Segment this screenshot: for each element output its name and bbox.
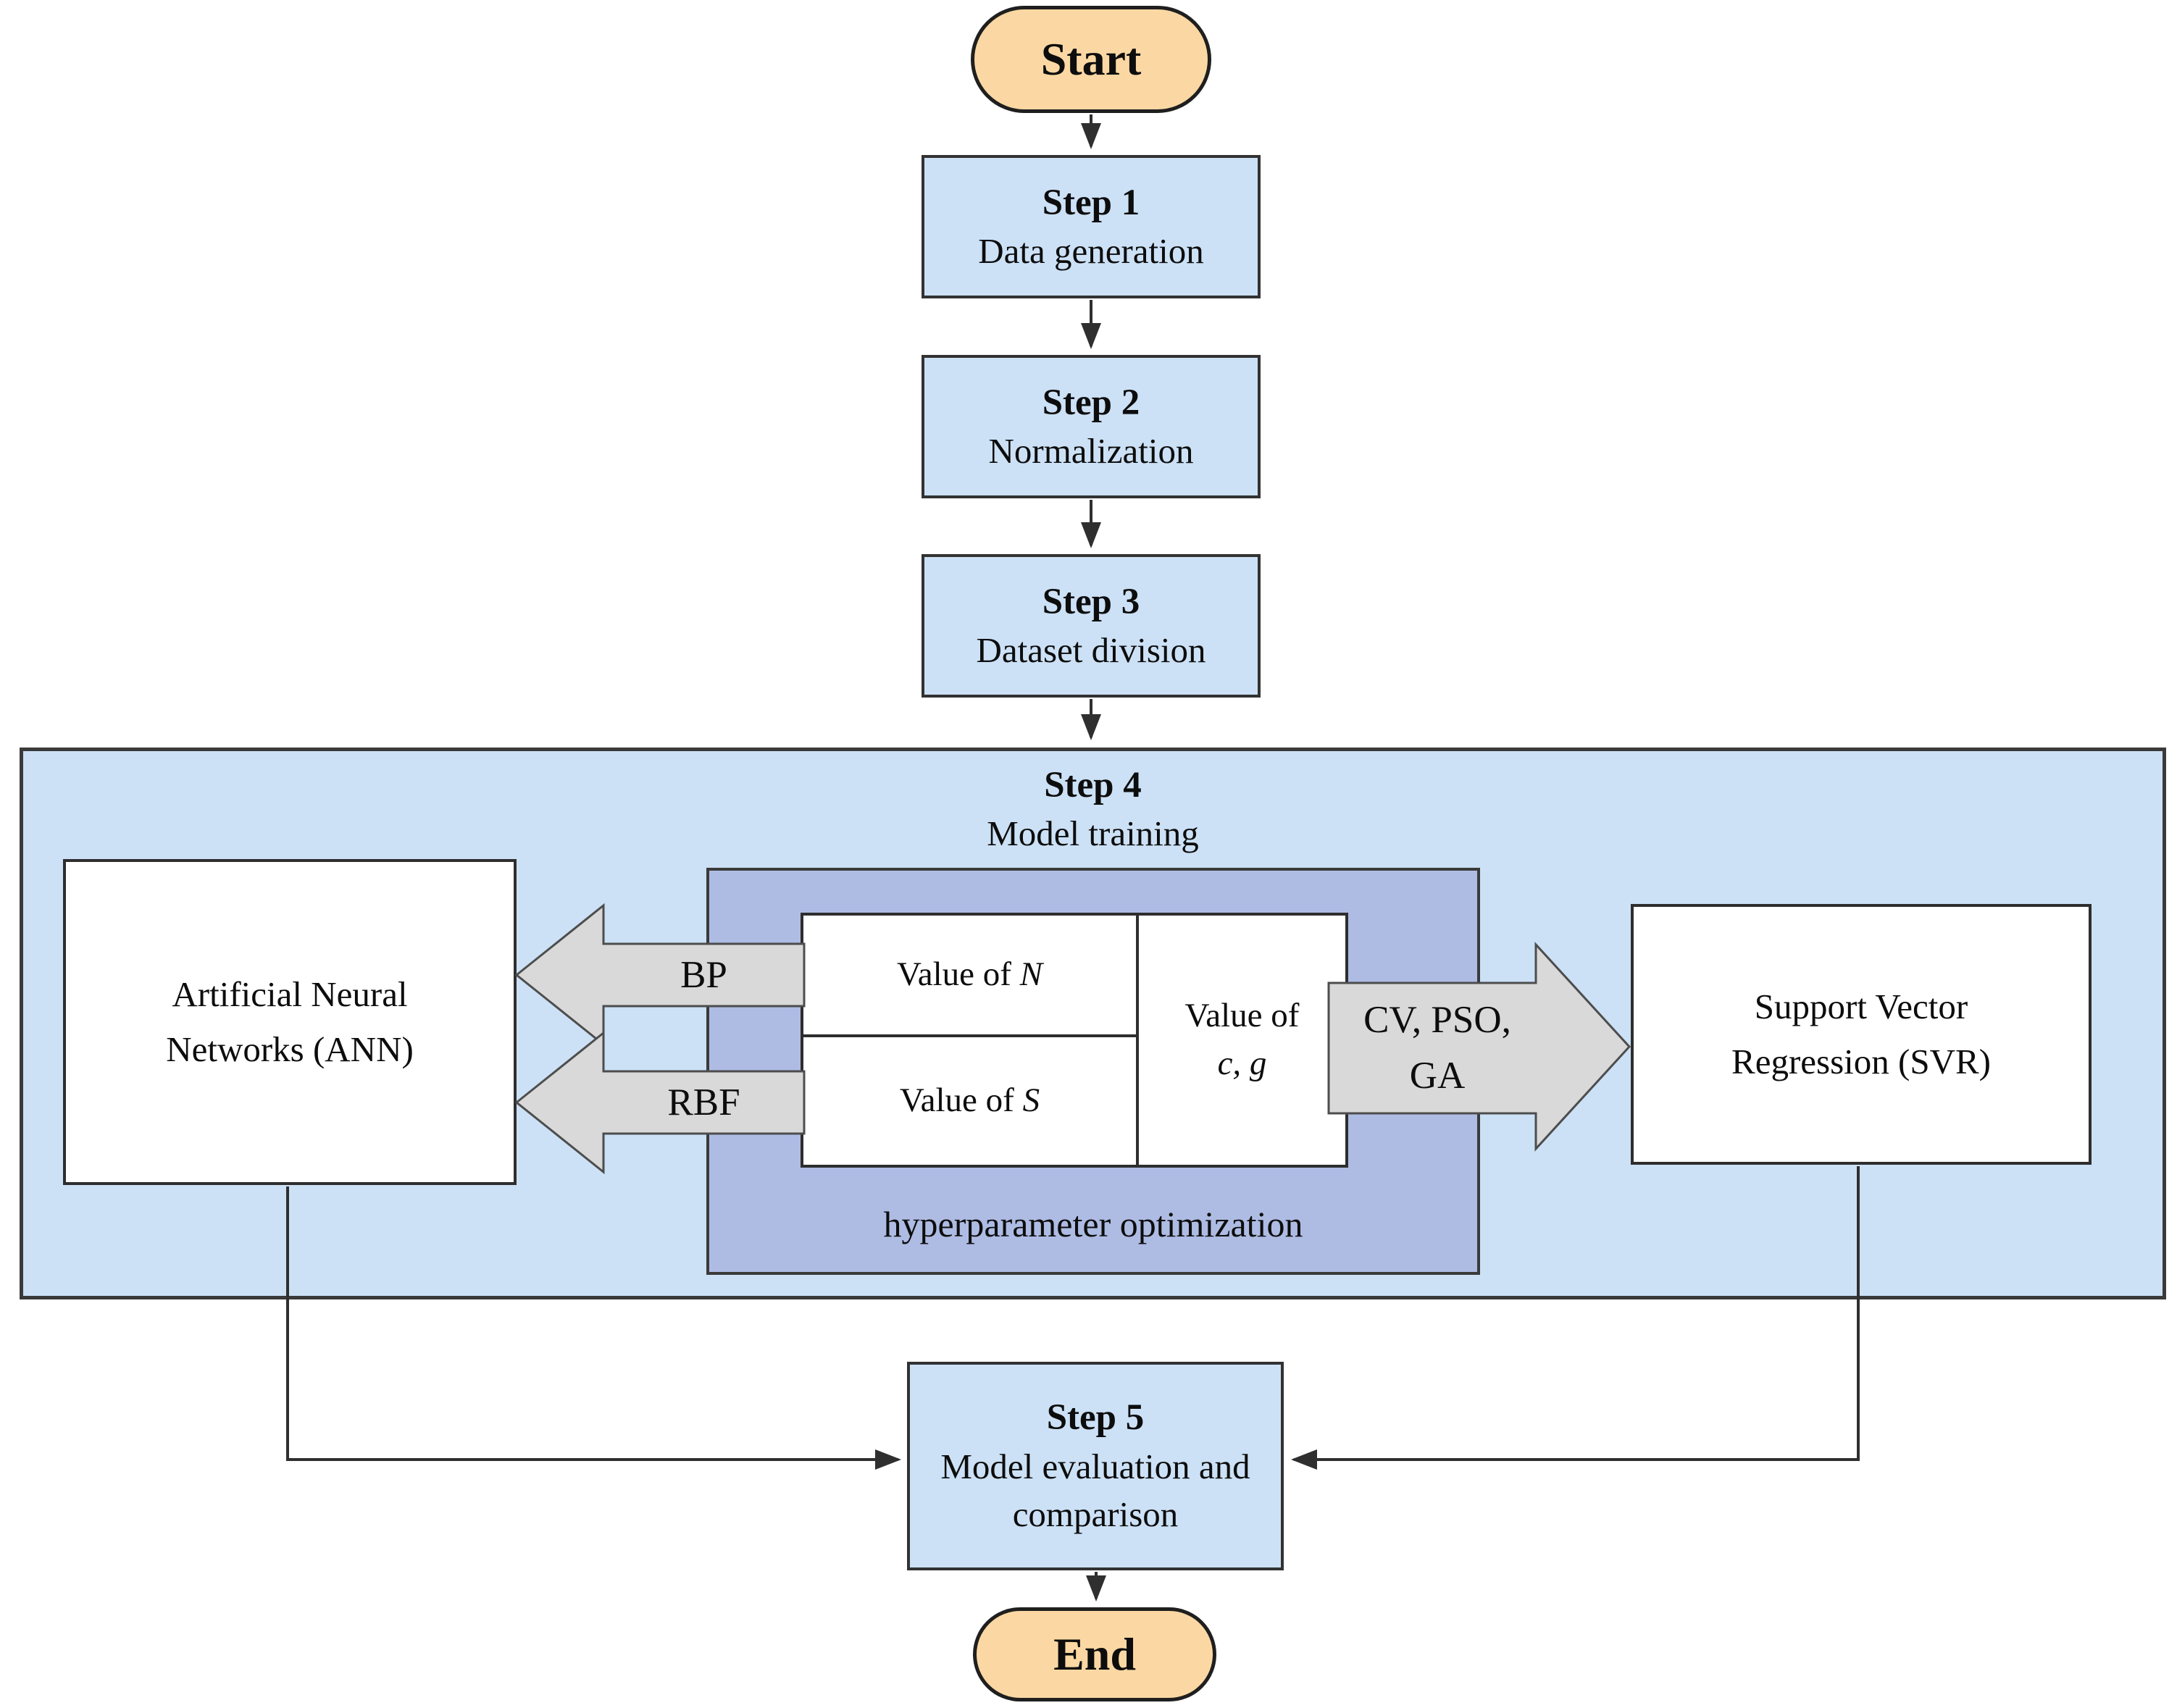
step5-subtitle: Model evaluation and comparison bbox=[940, 1447, 1250, 1535]
cv-pso-ga-line1: CV, PSO, bbox=[1363, 999, 1511, 1042]
svr-label: Support Vector Regression (SVR) bbox=[1731, 987, 1991, 1081]
start-node: Start bbox=[971, 6, 1211, 113]
cv-pso-ga-block-arrow bbox=[1327, 942, 1631, 1152]
value-n-label: Value of N bbox=[896, 955, 1043, 994]
step4-subtitle: Model training bbox=[987, 813, 1199, 854]
connector-ann-step5-arrow bbox=[286, 1186, 901, 1470]
value-s-cell: Value of S bbox=[803, 1037, 1136, 1165]
step2-subtitle: Normalization bbox=[988, 431, 1194, 472]
start-label: Start bbox=[1040, 33, 1142, 85]
ann-label: Artificial Neural Networks (ANN) bbox=[166, 974, 414, 1069]
value-cg-variable: c, g bbox=[1217, 1045, 1267, 1082]
rbf-arrow-label: RBF bbox=[667, 1081, 740, 1123]
svr-box: Support Vector Regression (SVR) bbox=[1631, 904, 2092, 1165]
step1-title: Step 1 bbox=[1042, 182, 1140, 223]
end-label: End bbox=[1053, 1628, 1136, 1680]
cv-pso-ga-arrow-label: CV, PSO, GA bbox=[1329, 983, 1546, 1113]
step2-box: Step 2 Normalization bbox=[922, 355, 1261, 498]
value-cg-prefix: Value of bbox=[1184, 997, 1300, 1035]
bp-arrow-label: BP bbox=[680, 953, 727, 996]
value-s-label: Value of S bbox=[899, 1081, 1040, 1120]
step5-box: Step 5 Model evaluation and comparison bbox=[907, 1362, 1284, 1570]
value-s-variable: S bbox=[1022, 1081, 1040, 1120]
step1-subtitle: Data generation bbox=[978, 231, 1204, 272]
step3-box: Step 3 Dataset division bbox=[922, 554, 1261, 698]
step3-subtitle: Dataset division bbox=[976, 630, 1206, 671]
value-n-cell: Value of N bbox=[803, 916, 1136, 1037]
step1-box: Step 1 Data generation bbox=[922, 155, 1261, 298]
connector-svr-step5-arrow bbox=[1291, 1166, 1860, 1470]
value-n-variable: N bbox=[1019, 955, 1043, 994]
value-table: Value of N Value of S Value of c, g bbox=[801, 913, 1348, 1168]
rbf-block-arrow bbox=[514, 1030, 806, 1175]
step2-title: Step 2 bbox=[1042, 382, 1140, 423]
cv-pso-ga-line2: GA bbox=[1409, 1055, 1466, 1097]
step4-title: Step 4 bbox=[1044, 764, 1142, 805]
hyperparameter-caption: hyperparameter optimization bbox=[883, 1204, 1303, 1244]
step3-title: Step 3 bbox=[1042, 581, 1140, 622]
ann-box: Artificial Neural Networks (ANN) bbox=[63, 859, 517, 1185]
end-node: End bbox=[973, 1607, 1216, 1701]
step5-title: Step 5 bbox=[1046, 1397, 1145, 1439]
value-cg-cell: Value of c, g bbox=[1136, 916, 1345, 1165]
step4-heading: Step 4 Model training bbox=[20, 755, 2166, 863]
